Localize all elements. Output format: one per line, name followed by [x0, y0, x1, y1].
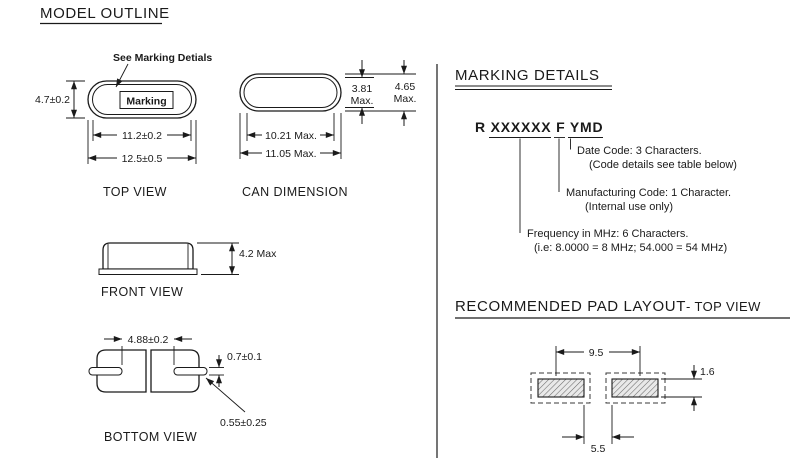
right-pad [611, 378, 659, 398]
mfg-code-note-line2: (Internal use only) [585, 201, 673, 213]
bottom-view-label: BOTTOM VIEW [104, 430, 197, 444]
pad-layout-title: RECOMMENDED PAD LAYOUT [455, 298, 686, 315]
dim-text-backing [262, 127, 320, 141]
model-outline-section: MODEL OUTLINE [40, 5, 170, 25]
dim-pad-height-label: 1.6 [700, 366, 715, 378]
top-view-label: TOP VIEW [103, 185, 167, 199]
can-outer-outline [239, 73, 342, 112]
dim-height-outer-unit: Max. [394, 93, 417, 105]
marking-label: Marking [126, 96, 166, 108]
left-lead [88, 367, 123, 376]
can-dimension-label: CAN DIMENSION [242, 185, 348, 199]
dim-lead-width-label: 0.7±0.1 [227, 351, 262, 363]
can-inner-outline [243, 77, 338, 108]
marking-details-section: MARKING DETAILS R XXXXXX F YMD Date Code… [455, 67, 737, 254]
date-code-note-line1: Date Code: 3 Characters. [577, 145, 702, 157]
dim-width-inner-label: 11.2±0.2 [122, 130, 162, 142]
see-marking-details-callout: See Marking Detials [113, 52, 212, 64]
dim-height-outer-value: 4.65 [395, 81, 416, 93]
dim-gap-label: 5.5 [591, 443, 606, 455]
page-title: MODEL OUTLINE [40, 5, 170, 22]
dim-text-backing [584, 345, 609, 358]
dim-front-height-label: 4.2 Max [239, 248, 277, 260]
front-view-body [102, 242, 194, 270]
can-dimension-figure: 10.21 Max. 11.05 Max. 3.81 Max. 4.65 Max… [239, 60, 417, 199]
bottom-view-figure: 4.88±0.2 0.7±0.1 0.55±0.25 BOTTOM VIEW [88, 334, 267, 444]
frequency-note-line2: (i.e: 8.0000 = 8 MHz; 54.000 = 54 MHz) [534, 242, 727, 254]
marking-code-text: R XXXXXX F YMD [475, 119, 603, 135]
leader-line [205, 377, 246, 413]
right-lead [173, 367, 208, 376]
dim-height-inner-value: 3.81 [352, 83, 373, 95]
marking-details-title: MARKING DETAILS [455, 67, 600, 84]
right-pad-courtyard-dashed [605, 372, 666, 404]
dim-can-outer-label: 11.05 Max. [265, 148, 316, 160]
date-code-note-line2: (Code details see table below) [589, 159, 737, 171]
dim-height-label: 4.7±0.2 [35, 94, 70, 106]
dim-lead-spacing-label: 4.88±0.2 [128, 334, 169, 346]
front-view-base [98, 268, 198, 275]
front-view-label: FRONT VIEW [101, 285, 183, 299]
mfg-code-note-line1: Manufacturing Code: 1 Character. [566, 187, 731, 199]
front-view-figure: 4.2 Max FRONT VIEW [98, 242, 277, 299]
left-pad-courtyard-dashed [530, 372, 591, 404]
dim-lead-thickness-label: 0.55±0.25 [220, 417, 267, 429]
dim-can-inner-label: 10.21 Max. [265, 130, 317, 142]
marking-box [119, 91, 174, 109]
pad-layout-section: RECOMMENDED PAD LAYOUT - TOP VIEW 9.5 1.… [455, 298, 790, 455]
dim-text-backing [262, 145, 320, 159]
dim-text-backing [117, 127, 167, 141]
top-view-figure: Marking See Marking Detials 4.7±0.2 11.2… [35, 52, 212, 199]
dim-width-outer-label: 12.5±0.5 [122, 153, 163, 165]
dim-span-label: 9.5 [589, 347, 604, 359]
dim-height-inner-unit: Max. [351, 95, 374, 107]
dim-text-backing [117, 150, 167, 164]
top-view-inner-outline [92, 84, 192, 115]
pad-layout-subtitle: - TOP VIEW [686, 299, 761, 314]
left-pad [537, 378, 585, 398]
callout-leader-line [115, 63, 129, 88]
frequency-note-line1: Frequency in MHz: 6 Characters. [527, 228, 688, 240]
